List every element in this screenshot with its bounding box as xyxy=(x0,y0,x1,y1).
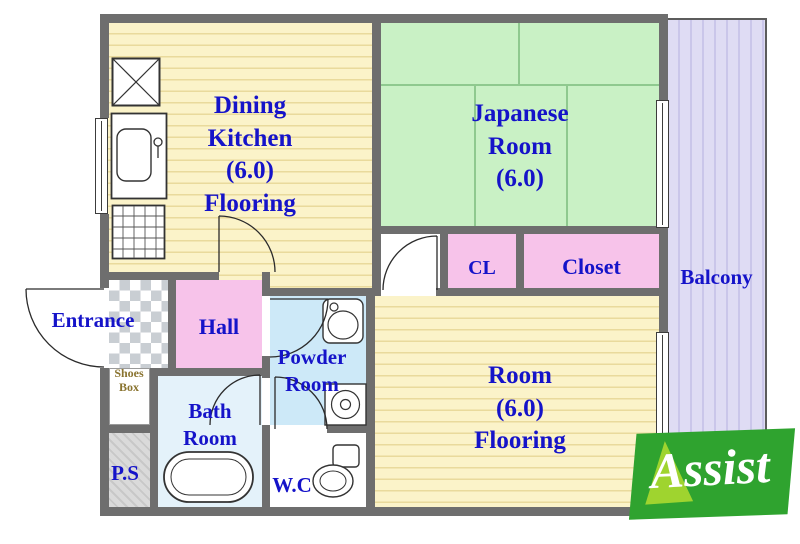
hall-floor xyxy=(176,280,262,368)
kitchen-sink-icon xyxy=(110,112,168,200)
powder-room-label: Powder Room xyxy=(260,344,364,398)
wash-basin-icon xyxy=(322,298,364,344)
wall-segment xyxy=(100,14,668,23)
wall-segment xyxy=(436,288,668,296)
wall-segment xyxy=(100,272,219,280)
crossed-square-icon xyxy=(111,57,161,107)
wall-segment xyxy=(366,288,375,516)
wall-segment xyxy=(262,288,374,296)
door-swing-arc xyxy=(25,288,105,368)
wall-segment xyxy=(100,214,109,288)
room-label-line: Flooring xyxy=(474,427,566,454)
powder-room-label-line: Powder xyxy=(277,345,347,369)
hall-label: Hall xyxy=(198,314,240,339)
tatami-mat-line xyxy=(474,86,476,226)
room-floor xyxy=(375,296,659,507)
entrance-label: Entrance xyxy=(51,308,135,332)
tatami-mat-line xyxy=(566,86,568,226)
wall-segment xyxy=(100,425,158,433)
room-label-line: (6.0) xyxy=(496,394,544,422)
entrance-floor xyxy=(109,280,168,368)
japanese-room-label: Japanese Room (6.0) xyxy=(420,98,620,196)
stove-icon xyxy=(111,204,166,260)
japanese-room-floor xyxy=(381,23,659,226)
bath-room-label: Bath Room xyxy=(158,398,262,452)
cl-floor xyxy=(448,234,516,288)
assist-logo-text: Assist xyxy=(648,436,772,500)
wall-segment xyxy=(327,425,374,433)
japanese-room-label-line: (6.0) xyxy=(496,165,544,192)
shoes-box-label: Shoes Box xyxy=(106,366,152,395)
door-swing-arc xyxy=(274,376,328,430)
cl-label: CL xyxy=(468,257,496,279)
door-swing-arc xyxy=(209,374,261,426)
japanese-room-label-line: Japanese xyxy=(471,100,569,127)
wall-segment xyxy=(262,272,270,296)
wc-label: W.C xyxy=(272,473,312,497)
wall-segment xyxy=(100,14,109,118)
dining-kitchen-label: Dining Kitchen (6.0) Flooring xyxy=(150,90,350,220)
door-swing-arc xyxy=(218,215,276,273)
wall-segment xyxy=(150,368,158,516)
wall-segment xyxy=(659,14,668,100)
toilet-icon xyxy=(312,444,360,498)
wall-segment xyxy=(100,368,109,516)
dining-kitchen-label-line: Dining xyxy=(213,92,287,119)
bath-room-label-line: Bath xyxy=(188,399,232,423)
room-label-line: Room xyxy=(488,362,552,389)
balcony-label: Balcony xyxy=(680,265,753,289)
tatami-mat-line xyxy=(381,84,659,86)
wall-segment xyxy=(372,14,381,296)
wall-segment xyxy=(100,507,668,516)
shoes-box-label-line: Box xyxy=(118,380,139,395)
wall-segment xyxy=(440,226,448,296)
bathtub-icon xyxy=(163,451,254,503)
ps-label: P.S xyxy=(111,461,139,485)
wall-segment xyxy=(150,368,262,376)
assist-logo: Assist xyxy=(627,427,796,523)
dining-kitchen-label-line: Kitchen xyxy=(207,124,293,152)
balcony-floor xyxy=(668,18,767,435)
closet-label: Closet xyxy=(562,254,621,279)
room-label: Room (6.0) Flooring xyxy=(420,360,620,458)
shoes-box-label-line: Shoes xyxy=(114,366,144,380)
dining-kitchen-label-line: Flooring xyxy=(204,189,296,217)
wall-segment xyxy=(516,226,524,296)
powder-room-label-line: Room xyxy=(285,371,339,396)
wall-segment xyxy=(262,425,270,516)
shoes-box-cabinet xyxy=(109,368,150,425)
door-swing-arc xyxy=(269,298,329,358)
pipe-space-floor xyxy=(109,433,150,507)
tatami-mat-line xyxy=(518,23,520,84)
door-swing-arc xyxy=(382,235,438,291)
wall-segment xyxy=(659,228,668,332)
closet-floor xyxy=(524,234,659,288)
washing-machine-icon xyxy=(324,383,367,426)
bath-room-label-line: Room xyxy=(183,425,237,450)
window-symbol xyxy=(656,100,669,228)
wall-segment xyxy=(262,356,270,378)
japanese-room-label-line: Room xyxy=(488,132,552,160)
window-symbol xyxy=(95,118,108,214)
wall-segment xyxy=(168,272,176,368)
dining-kitchen-label-line: (6.0) xyxy=(226,157,274,184)
